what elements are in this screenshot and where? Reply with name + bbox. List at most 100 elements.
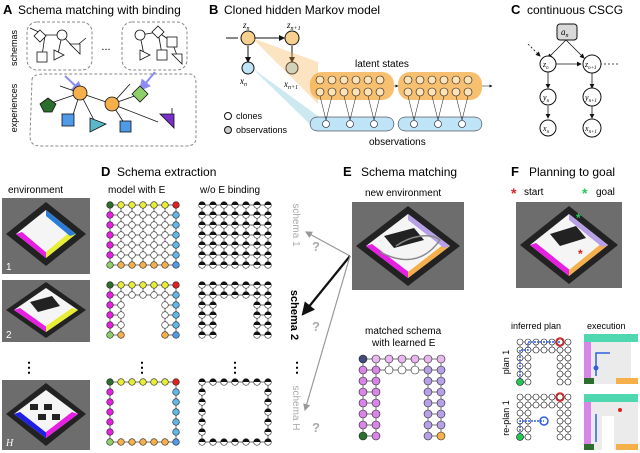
graph-node-mark (253, 281, 261, 285)
graph-node-mark (264, 408, 272, 412)
triangle-shape (53, 49, 65, 61)
graph-node-mark (242, 281, 250, 285)
replan-current-marker (539, 416, 549, 426)
replan-start-marker (555, 392, 565, 402)
z-n-label: zn (242, 20, 250, 32)
graph-node (161, 221, 169, 229)
binding-arrow-2 (138, 71, 156, 92)
graph-node (172, 281, 180, 289)
graph-node-mark (220, 241, 228, 245)
graph-node (106, 438, 114, 446)
env-image-1: 1 (2, 198, 90, 274)
graph-node (128, 231, 136, 239)
square-shape (36, 51, 48, 63)
c-y-n-label: yn (542, 93, 550, 104)
z-n1-label: zn+1 (286, 20, 301, 32)
schemas-label: schemas (9, 29, 19, 66)
graph-node-mark (264, 331, 272, 335)
graph-node (161, 311, 169, 319)
graph-node-mark (198, 301, 206, 305)
graph-node (172, 241, 180, 249)
graph-node-mark (220, 221, 228, 225)
graph-node (172, 331, 180, 339)
graph-node-mark (198, 201, 206, 205)
wo-binding-graph-h (198, 378, 272, 446)
schema-h-label: schema H (290, 385, 301, 430)
schema-ellipsis: ... (101, 41, 110, 53)
graph-node (128, 378, 136, 386)
graph-node (371, 398, 381, 408)
graph-node-mark (253, 211, 261, 215)
graph-node (564, 409, 572, 417)
graph-node-mark (231, 251, 239, 255)
graph-node (161, 291, 169, 299)
graph-node-mark (231, 281, 239, 285)
graph-node-mark (209, 241, 217, 245)
graph-node (128, 221, 136, 229)
graph-node-mark (264, 201, 272, 205)
graph-node (117, 291, 125, 299)
graph-node (358, 354, 368, 364)
graph-node-mark (253, 241, 261, 245)
env-goal-star: * (576, 211, 581, 225)
graph-node-mark (253, 251, 261, 255)
graph-node-mark (264, 251, 272, 255)
graph-node (150, 211, 158, 219)
graph-node (150, 378, 158, 386)
schema-1-label: schema 1 (290, 203, 301, 247)
graph-node (150, 261, 158, 269)
graph-node (128, 438, 136, 446)
graph-node (139, 221, 147, 229)
graph-node (358, 409, 368, 419)
graph-node (161, 211, 169, 219)
graph-node (384, 354, 394, 364)
observations-label: observations (369, 137, 426, 148)
graph-node-mark (220, 231, 228, 235)
replan-1-graph (516, 392, 572, 441)
graph-node-mark (209, 301, 217, 305)
graph-node-mark (209, 281, 217, 285)
panel-b: B Cloned hidden Markov model zn zn+1 xn … (209, 2, 493, 148)
graph-node (423, 420, 433, 430)
graph-node (117, 211, 125, 219)
graph-node (128, 211, 136, 219)
graph-node-mark (231, 241, 239, 245)
graph-node-mark (231, 291, 239, 295)
env-image-h: H (2, 380, 90, 450)
env-image-2: 2 (2, 280, 90, 342)
plan-1-graph (516, 337, 572, 386)
green-diamond (131, 85, 149, 103)
panel-b-title: Cloned hidden Markov model (224, 3, 380, 17)
graph-node (524, 425, 532, 433)
graph-node (172, 428, 180, 436)
col-model: model with E (108, 185, 166, 196)
graph-node (117, 311, 125, 319)
graph-node (358, 431, 368, 441)
graph-node (106, 418, 114, 426)
model-graph-2 (106, 281, 180, 339)
graph-node (161, 321, 169, 329)
z-n1-node (284, 30, 300, 46)
start-star: * (511, 185, 517, 201)
graph-node (564, 401, 572, 409)
graph-node (161, 438, 169, 446)
graph-node-mark (242, 221, 250, 225)
graph-node (150, 251, 158, 259)
graph-node (172, 388, 180, 396)
graph-node (436, 420, 446, 430)
graph-node-mark (198, 438, 206, 442)
graph-node (172, 291, 180, 299)
graph-node (556, 362, 564, 370)
graph-node-mark (253, 291, 261, 295)
graph-node-mark (242, 291, 250, 295)
env-row-label-1: 1 (6, 262, 12, 273)
graph-node (397, 354, 407, 364)
x-n-node (241, 61, 255, 75)
graph-node (540, 401, 548, 409)
graph-node (524, 362, 532, 370)
graph-node (106, 331, 114, 339)
graph-node (524, 401, 532, 409)
graph-node (532, 393, 540, 401)
c-x-n1-label: xn+1 (584, 124, 597, 135)
graph-node (106, 221, 114, 229)
